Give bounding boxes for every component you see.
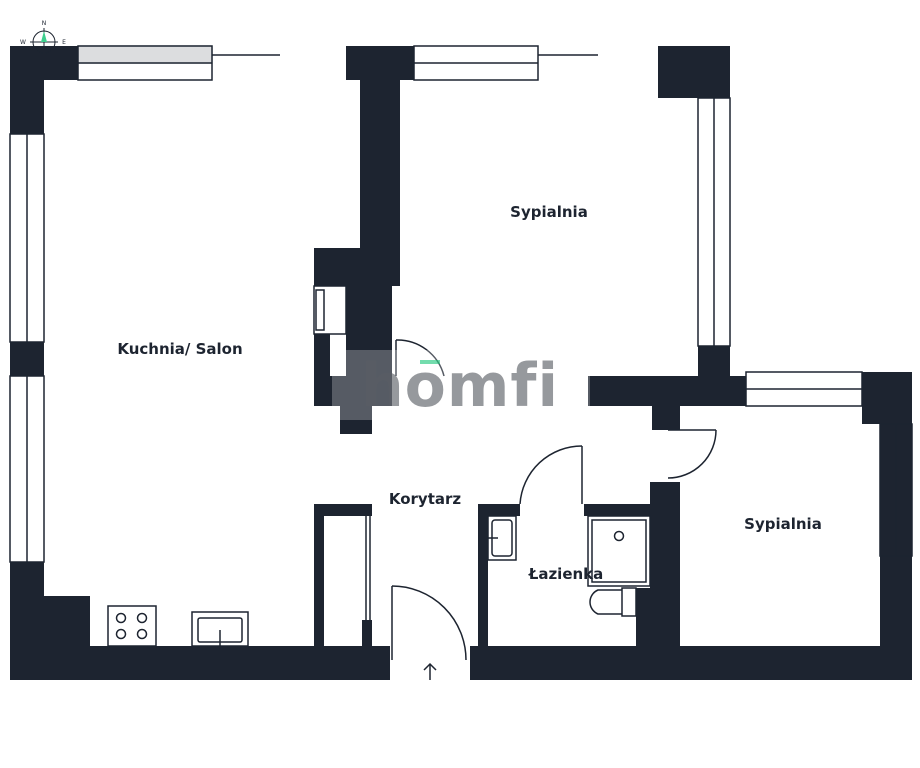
room-label-bathroom: Łazienka [528,565,604,583]
entrance-arrow-icon [423,662,437,680]
window-left-upper [9,133,45,343]
compass-icon: N W E [20,20,66,56]
compass-west: W [20,39,26,46]
room-labels: Kuchnia/ Salon Sypialnia Sypialnia Koryt… [117,203,821,583]
room-label-corridor: Korytarz [389,490,462,508]
window-top-bedroom-2 [745,371,863,407]
door-entrance [391,585,467,661]
door-bathroom [519,445,583,505]
room-label-bedroom-1: Sypialnia [510,203,588,221]
window-right-bedroom-1 [697,97,731,347]
window-top-middle [413,45,598,81]
windows [9,45,913,563]
window-top-left [77,45,280,81]
window-right-bedroom-2 [879,423,913,557]
compass-east: E [62,39,66,46]
kitchen-sink-icon [191,611,249,647]
radiator-niche [313,285,347,335]
door-bedroom-2 [667,429,717,479]
bathroom-sink-icon [487,515,517,561]
closet-door [365,516,371,620]
compass-north: N [42,20,47,27]
fixtures [107,285,651,647]
homfi-watermark: homfi [332,350,590,421]
door-bedroom-1 [395,339,445,377]
window-left-lower [9,375,45,563]
watermark-text: homfi [361,351,559,421]
toilet-icon [589,587,637,617]
room-label-bedroom-2: Sypialnia [744,515,822,533]
doors [365,339,717,661]
stove-icon [107,605,157,647]
room-label-kitchen-salon: Kuchnia/ Salon [117,340,242,358]
shower-icon [587,515,651,587]
